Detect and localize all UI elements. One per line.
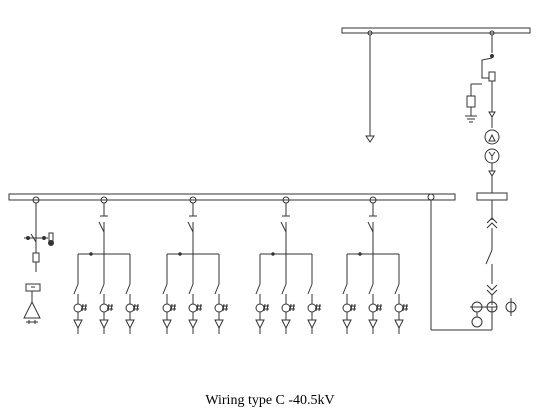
feeder-groups [74,197,408,334]
disconnect-switch-icon [99,222,104,232]
breaker-switch-icon [74,284,78,294]
arrester-icon [467,96,475,107]
wiring-diagram [0,0,540,390]
ct-icon [308,304,316,312]
breaker-switch-icon [282,284,286,294]
breaker-switch-icon [343,284,347,294]
breaker-switch-icon [256,284,260,294]
diagram-caption: Wiring type C -40.5kV [205,393,335,408]
breaker-switch-icon [308,284,312,294]
ct-icon [126,304,134,312]
fuse-icon [49,233,53,241]
ct-icon [189,304,197,312]
ct-icon [369,304,377,312]
arrester-icon [74,320,82,328]
disconnect-switch-icon [281,222,286,232]
disconnect-switch-icon [188,222,193,232]
breaker-switch-icon [486,250,492,264]
breaker-switch-icon [215,284,219,294]
arrester-icon [282,320,290,328]
fuse-icon [489,72,495,81]
bus-tie-connection [428,194,480,330]
arrester-icon [308,320,316,328]
upper-busbar [342,28,530,33]
ground-switch-icon [49,241,54,246]
pt-cabinet [24,197,54,324]
arrester-icon [369,320,377,328]
transformer-winding-icon [485,130,499,144]
ct-icon [163,304,171,312]
incoming-cabinet [470,176,516,330]
ct-icon [395,304,403,312]
station-transformer-branch [465,31,499,176]
delta-winding-icon [24,302,40,318]
ct-icon [74,304,82,312]
plug-contact-icon [487,218,497,223]
breaker-switch-icon [100,284,104,294]
breaker-switch-icon [369,284,373,294]
upper-bus-ground-drop [366,31,374,142]
ct-icon [256,304,264,312]
main-busbar [9,194,455,200]
ct-icon [215,304,223,312]
arrester-icon [343,320,351,328]
arrester-icon [100,320,108,328]
arrester-icon [256,320,264,328]
fuse-icon [33,253,39,262]
breaker-switch-icon [126,284,130,294]
ct-icon [343,304,351,312]
arrester-icon [126,320,134,328]
disconnect-switch-icon [368,222,373,232]
breaker-switch-icon [189,284,193,294]
breaker-switch-icon [395,284,399,294]
arrester-icon [395,320,403,328]
ct-icon [100,304,108,312]
ct-icon [282,304,290,312]
arrester-icon [215,320,223,328]
arrester-icon [189,320,197,328]
arrester-icon [163,320,171,328]
plug-contact-icon [487,285,497,290]
breaker-switch-icon [163,284,167,294]
ct-icon [472,317,482,327]
